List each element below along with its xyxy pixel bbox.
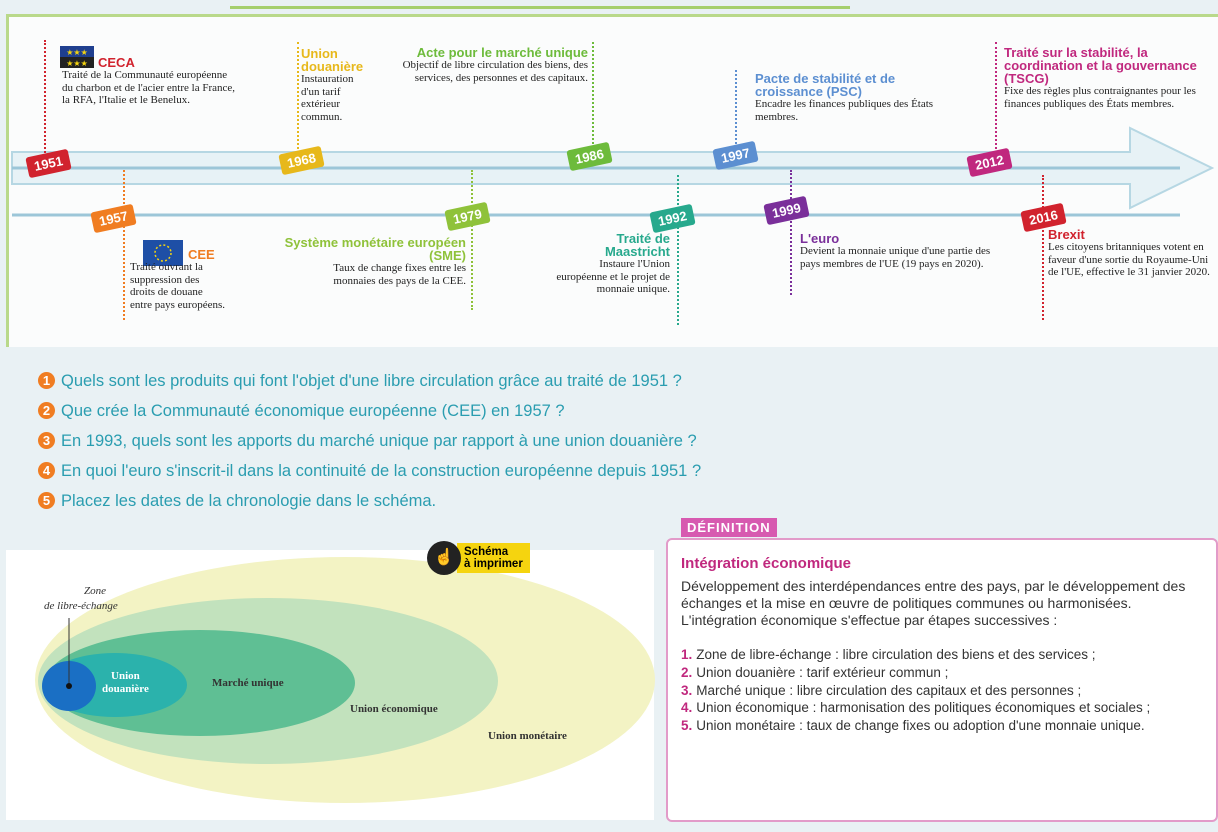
question-2: 2 Que crée la Communauté économique europ…: [38, 402, 565, 421]
center-dot: [66, 683, 72, 689]
guide-1986: [592, 42, 594, 152]
top-border-line: [230, 6, 850, 9]
event-title: CECA: [98, 55, 135, 70]
definition-text: Développement des interdépendances entre…: [681, 578, 1186, 628]
definition-tag: DÉFINITION: [681, 518, 777, 537]
svg-text:★★★: ★★★: [66, 48, 88, 57]
list-item: 2.Union douanière : tarif extérieur comm…: [681, 664, 949, 680]
event-2012: Traité sur la stabilité, la coordination…: [1004, 46, 1216, 110]
event-1951: CECA Traité de la Communauté européenne …: [62, 56, 237, 107]
event-1992: Traité de Maastricht Instaure l'Union eu…: [515, 232, 670, 296]
question-5: 5 Placez les dates de la chronologie dans…: [38, 492, 436, 511]
list-item: 5.Union monétaire : taux de change fixes…: [681, 718, 1145, 734]
guide-2012: [995, 42, 997, 157]
event-title: Acte pour le marché unique: [416, 45, 588, 60]
question-text: Placez les dates de la chronologie dans …: [61, 492, 437, 510]
question-1: 1 Quels sont les produits qui font l'obje…: [38, 372, 682, 391]
label-union-monetaire: Union monétaire: [488, 730, 567, 742]
svg-text:★★★: ★★★: [66, 59, 88, 68]
event-1999: L'euro Devient la monnaie unique d'une p…: [800, 232, 1010, 270]
question-text: Que crée la Communauté économique europé…: [61, 402, 565, 420]
guide-2016: [1042, 175, 1044, 320]
event-text: Devient la monnaie unique d'une partie d…: [800, 245, 991, 270]
event-1979: Système monétaire européen (SME) Taux de…: [276, 236, 466, 287]
definition-list: 1.Zone de libre-échange : libre circulat…: [681, 646, 1211, 735]
event-title: L'euro: [800, 231, 840, 246]
eu-flag-icon: [143, 240, 183, 266]
list-item: 1.Zone de libre-échange : libre circulat…: [681, 647, 1096, 662]
event-title: Traité de Maastricht: [604, 231, 670, 259]
event-text: Instauration d'un tarif extérieur commun…: [301, 73, 354, 123]
event-text: Les citoyens britanniques votent en fave…: [1048, 241, 1210, 278]
event-title: Traité sur la stabilité, la coordination…: [1004, 45, 1197, 86]
list-item: 4.Union économique : harmonisation des p…: [681, 700, 1151, 716]
event-1997: Pacte de stabilité et de croissance (PSC…: [755, 72, 965, 123]
event-2016: Brexit Les citoyens britanniques votent …: [1048, 228, 1216, 279]
question-text: En 1993, quels sont les apports du march…: [61, 432, 697, 450]
event-title: Brexit: [1048, 227, 1085, 242]
event-text: Traité de la Communauté européenne du ch…: [62, 69, 236, 106]
question-number: 4: [38, 462, 55, 479]
event-text: Fixe des règles plus contraignantes pour…: [1004, 85, 1196, 110]
label-union-douaniere: Union douanière: [102, 670, 149, 695]
event-title: CEE: [188, 247, 215, 262]
question-number: 1: [38, 372, 55, 389]
definition-box: [666, 538, 1218, 822]
label-union-economique: Union économique: [350, 703, 438, 715]
event-title: Union douanière: [301, 46, 364, 74]
definition-title: Intégration économique: [681, 555, 852, 572]
label-zone-2: de libre-échange: [44, 600, 118, 612]
label-zone: Zone: [84, 585, 106, 597]
event-text: Objectif de libre circulation des biens,…: [402, 59, 588, 84]
event-text: Taux de change fixes entre les monnaies …: [333, 262, 466, 287]
integration-schema: [35, 557, 655, 803]
event-1968: Union douanière Instauration d'un tarif …: [301, 47, 396, 123]
print-label: Schéma à imprimer: [457, 543, 530, 573]
hand-pointer-icon: ☝: [427, 541, 461, 575]
guide-1968: [297, 42, 299, 157]
question-number: 3: [38, 432, 55, 449]
guide-1951: [44, 40, 46, 160]
event-title: Pacte de stabilité et de croissance (PSC…: [755, 71, 896, 99]
event-text: Traité ouvrant la suppression des droits…: [130, 261, 225, 311]
event-1986: Acte pour le marché unique Objectif de l…: [402, 46, 588, 84]
event-text: Instaure l'Union européenne et le projet…: [556, 258, 670, 295]
list-item: 3.Marché unique : libre circulation des …: [681, 682, 1082, 698]
print-schema-button[interactable]: ☝ Schéma à imprimer: [427, 541, 530, 575]
question-number: 2: [38, 402, 55, 419]
guide-1992: [677, 175, 679, 325]
event-1957: CEE Traité ouvrant la suppression des dr…: [130, 248, 290, 311]
question-text: Quels sont les produits qui font l'objet…: [61, 372, 682, 390]
event-text: Encadre les finances publiques des États…: [755, 98, 934, 123]
guide-1999: [790, 170, 792, 295]
question-4: 4 En quoi l'euro s'inscrit-il dans la con…: [38, 462, 701, 481]
label-marche-unique: Marché unique: [212, 677, 284, 689]
question-number: 5: [38, 492, 55, 509]
event-title: Système monétaire européen (SME): [284, 235, 466, 263]
question-3: 3 En 1993, quels sont les apports du marc…: [38, 432, 697, 451]
guide-1997: [735, 70, 737, 160]
guide-1979: [471, 170, 473, 310]
question-text: En quoi l'euro s'inscrit-il dans la cont…: [61, 462, 702, 480]
eu-flag-icon: ★★★ ★★★: [60, 46, 94, 68]
guide-1957: [123, 170, 125, 320]
